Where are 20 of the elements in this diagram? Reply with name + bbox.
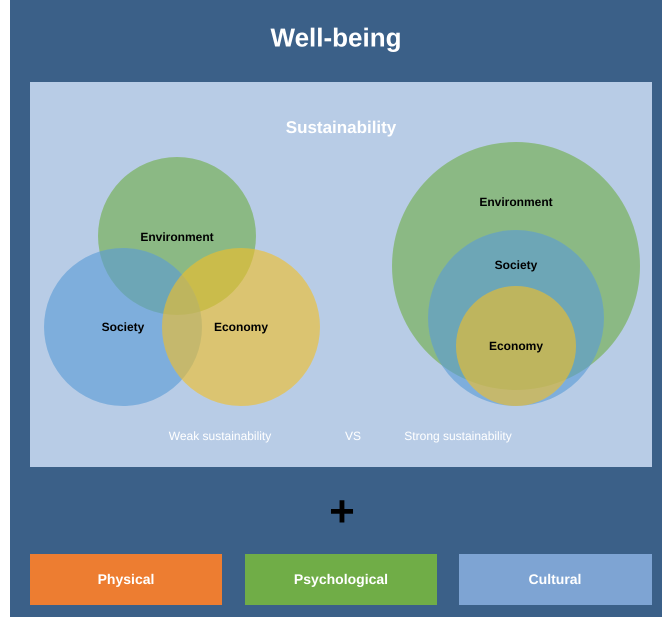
node-label: Economy [489, 339, 543, 353]
node-label: Physical [98, 571, 154, 587]
caption-text: VS [345, 429, 361, 443]
node-label: Cultural [528, 571, 582, 587]
heading: Sustainability [286, 118, 396, 138]
inner-panel [30, 82, 652, 467]
category-box [459, 554, 652, 605]
caption-text: Weak sustainability [168, 429, 272, 443]
category-box [30, 554, 222, 605]
outer-panel [10, 0, 662, 617]
category-box [245, 554, 437, 605]
node-label: Environment [479, 195, 553, 209]
node-label: Environment [140, 230, 214, 244]
node-label: Economy [214, 320, 268, 334]
node-label: Society [102, 320, 144, 334]
caption-text: Strong sustainability [404, 429, 512, 443]
heading: Well-being [270, 22, 402, 54]
node-label: Psychological [294, 571, 388, 587]
node-label: Society [494, 258, 538, 272]
plus-sign: + [329, 487, 355, 537]
